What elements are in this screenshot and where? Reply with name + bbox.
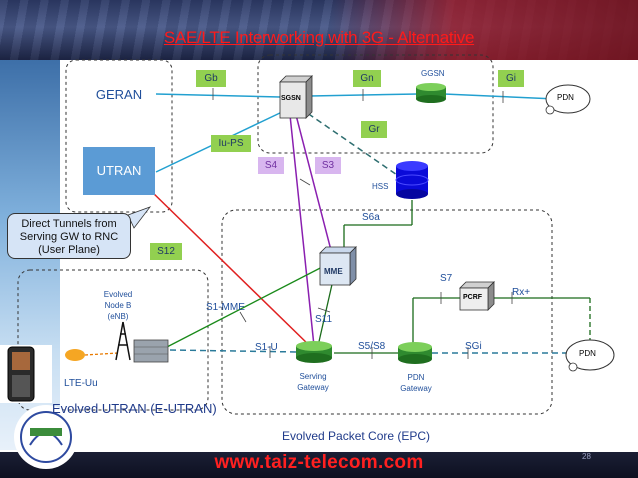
hss-label: HSS (372, 182, 389, 191)
s3-interface-tag: S3 (315, 157, 341, 174)
s1-mme-link (164, 262, 331, 349)
gb-link (155, 93, 281, 98)
pdn-cloud-bottom (565, 339, 615, 372)
enb-tower-icon (115, 321, 131, 361)
pdn-top-label: PDN (557, 93, 574, 102)
sgsn-node (279, 75, 313, 119)
interface-ticks (212, 88, 513, 359)
e-utran-region (17, 269, 209, 411)
s5-s8-label: S5/S8 (358, 341, 386, 352)
website-url[interactable]: www.taiz-telecom.com (214, 452, 424, 473)
ggsn-label: GGSN (421, 69, 445, 78)
s12-direct-tunnel (149, 189, 313, 349)
direct-tunnels-callout: Direct Tunnels from Serving GW to RNC (U… (7, 213, 131, 259)
s12-interface-tag: S12 (150, 243, 182, 260)
serving-gateway-cylinder (296, 341, 332, 363)
ggsn-cylinder (416, 83, 446, 103)
s4-interface-tag: S4 (258, 157, 284, 174)
footer-bar (0, 452, 638, 478)
core-top-region (257, 54, 494, 154)
s1-mme-label: S1-MME (206, 302, 245, 313)
s3-link (295, 114, 334, 259)
serving-gateway-label: Serving Gateway (297, 372, 329, 392)
s1-u-label: S1-U (255, 342, 278, 353)
gb-interface-tag: Gb (196, 70, 226, 87)
mme-node (319, 246, 357, 286)
company-logo (14, 405, 78, 469)
enb-equipment-icon (133, 339, 169, 363)
rx-plus-label: Rx+ (512, 287, 531, 298)
s7-label: S7 (440, 273, 453, 284)
pdn-gateway-label: PDN Gateway (400, 373, 432, 393)
pdn-bottom-label: PDN (579, 349, 596, 358)
s11-label: S11 (315, 314, 333, 325)
gr-interface-tag: Gr (361, 121, 387, 138)
s11-link (317, 279, 334, 347)
s1-u-link (169, 349, 299, 353)
geran-box (83, 71, 155, 119)
pcrf-node (459, 281, 495, 311)
epc-label: Evolved Packet Core (EPC) (282, 429, 431, 443)
lte-uu-air-interface (65, 349, 85, 361)
lte-uu-link (84, 352, 119, 356)
utran-box (83, 147, 155, 195)
sgi-label: SGi (465, 341, 482, 352)
pdn-gateway-cylinder (398, 342, 432, 364)
utran-label: UTRAN (96, 163, 142, 178)
2g3g-ran-region (65, 59, 173, 213)
banner-red-overlay (330, 0, 638, 60)
sgsn-label: SGSN (281, 95, 301, 102)
lte-uu-label: LTE-Uu (64, 378, 98, 389)
gn-interface-tag: Gn (353, 70, 381, 87)
hss-database (395, 161, 429, 199)
s6a-label: S6a (362, 212, 380, 223)
s4-link (289, 114, 315, 347)
mme-label: MME (324, 267, 343, 276)
gi-link (443, 93, 557, 100)
gn-link (309, 93, 419, 97)
e-utran-label: Evolved UTRAN (E-UTRAN) (52, 401, 217, 416)
callout-pointer (127, 206, 152, 229)
pcrf-label: PCRF (463, 294, 483, 301)
header-banner (0, 0, 638, 60)
iu-ps-interface-tag: Iu-PS (211, 135, 251, 152)
mobile-phone-icon (0, 345, 52, 403)
pdn-cloud-top (545, 84, 591, 115)
slide-title: SAE/LTE Interworking with 3G - Alternati… (163, 28, 475, 47)
page-number: 28 (582, 452, 591, 461)
epc-region (221, 209, 553, 415)
gi-interface-tag: Gi (498, 70, 524, 87)
enb-label: Evolved Node B (eNB) (103, 290, 133, 321)
gr-link (299, 107, 401, 178)
geran-label: GERAN (95, 87, 143, 102)
